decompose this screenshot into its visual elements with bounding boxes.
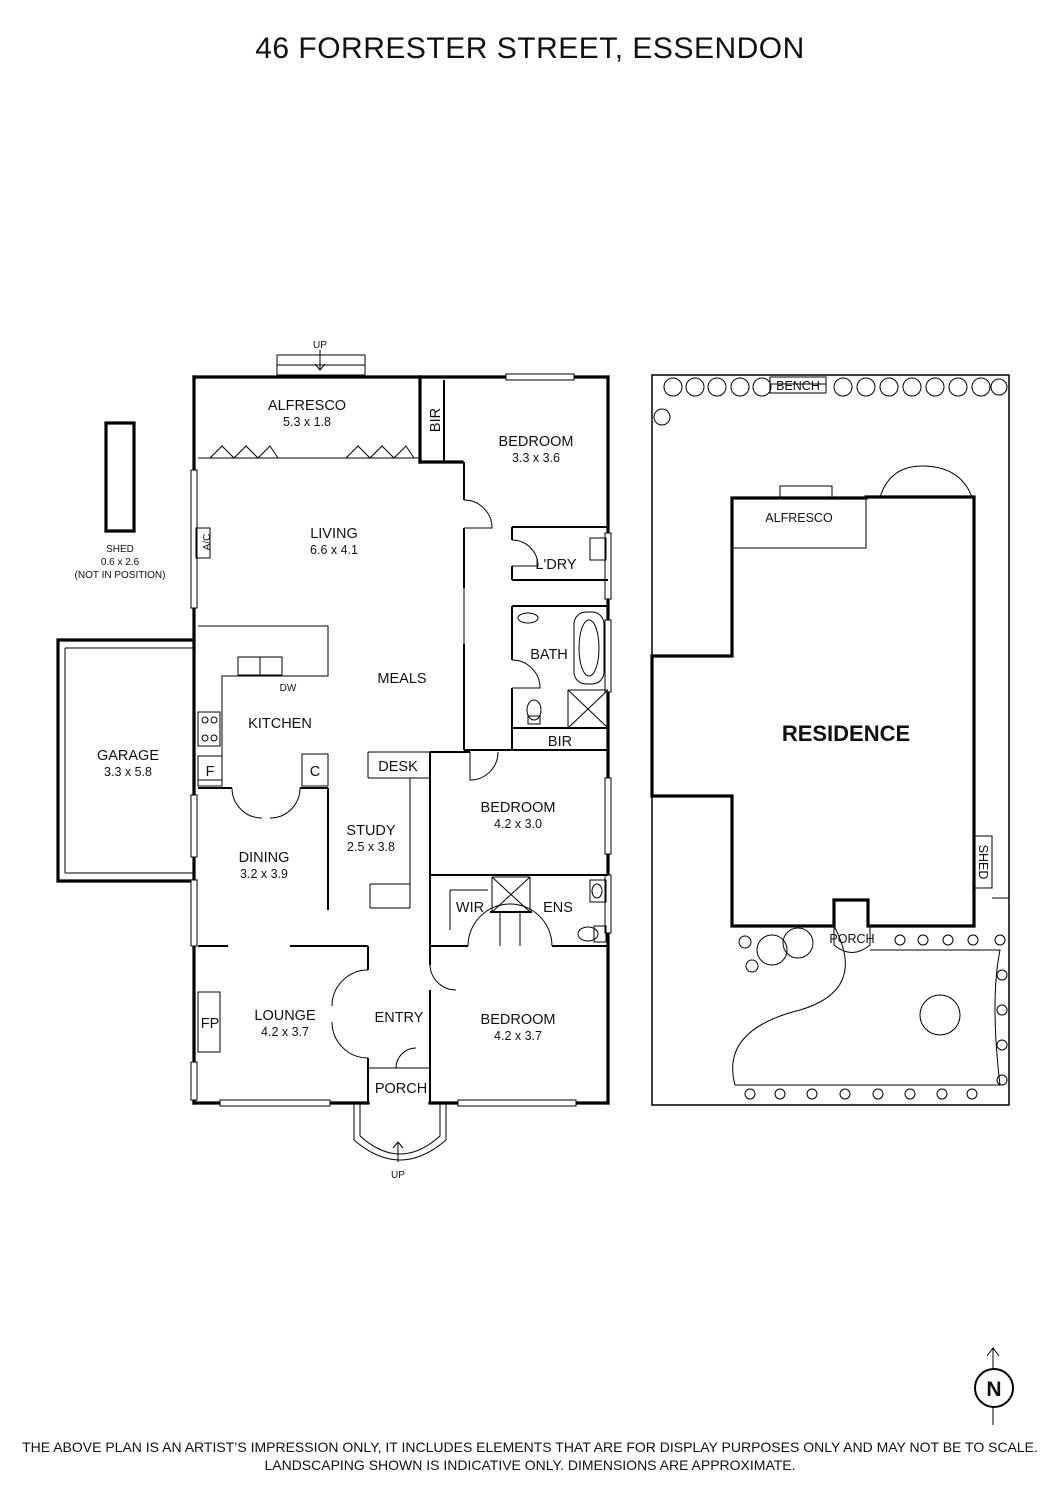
garage-dim: 3.3 x 5.8 [104,765,152,779]
living-name: LIVING [310,526,358,542]
shed-note: (NOT IN POSITION) [75,570,166,581]
alfresco-dim: 5.3 x 1.8 [283,415,331,429]
bedroom2-dim: 4.2 x 3.0 [494,817,542,831]
shed-dim: 0.6 x 2.6 [101,557,140,568]
bir-mid-label: BIR [548,734,572,750]
desk-label: DESK [378,759,418,775]
alfresco-name: ALFRESCO [268,398,346,414]
house-outer-walls [192,375,610,1105]
meals-name: MEALS [377,671,426,687]
site-plan [650,374,1010,1106]
windows [190,354,612,1107]
up-top-label: UP [313,340,327,351]
study-name: STUDY [346,823,395,839]
internal-walls [195,462,609,1161]
bath-name: BATH [530,647,568,663]
garage-name: GARAGE [97,748,159,764]
study-dim: 2.5 x 3.8 [347,840,395,854]
bedroom1-name: BEDROOM [499,434,574,450]
site-porch-label: PORCH [829,932,874,946]
disclaimer-line-1: THE ABOVE PLAN IS AN ARTIST’S IMPRESSION… [22,1439,1038,1455]
dw-label: DW [280,683,297,694]
bedroom1-dim: 3.3 x 3.6 [512,451,560,465]
dining-name: DINING [239,850,290,866]
shrub-icons [653,377,1008,1100]
site-residence-label: RESIDENCE [782,721,910,746]
north-arrow-icon: N [974,1347,1014,1425]
porch-name: PORCH [375,1081,427,1097]
bedroom3-name: BEDROOM [481,1012,556,1028]
disclaimer: THE ABOVE PLAN IS AN ARTIST’S IMPRESSION… [0,1438,1060,1474]
fridge-label: F [206,764,215,780]
lounge-name: LOUNGE [254,1008,316,1024]
up-bottom-label: UP [391,1170,405,1181]
dining-dim: 3.2 x 3.9 [240,867,288,881]
site-bench-label: BENCH [776,379,820,393]
site-shed-label: SHED [976,845,990,880]
shed-name: SHED [106,544,134,555]
up-arrow-icons [314,350,404,1162]
living-dim: 6.6 x 4.1 [310,543,358,557]
door-swings [231,499,553,1069]
bir-top-label: BIR [428,408,444,432]
entry-name: ENTRY [375,1010,424,1026]
laundry-name: L'DRY [535,557,577,573]
site-alfresco-label: ALFRESCO [765,511,833,525]
fixtures [517,537,607,943]
lounge-dim: 4.2 x 3.7 [261,1025,309,1039]
plan-title: 46 FORRESTER STREET, ESSENDON [255,32,805,65]
kitchen-name: KITCHEN [248,716,312,732]
north-letter: N [986,1378,1001,1401]
wir-name: WIR [456,900,484,916]
bedroom3-dim: 4.2 x 3.7 [494,1029,542,1043]
disclaimer-line-2: LANDSCAPING SHOWN IS INDICATIVE ONLY. DI… [264,1457,796,1473]
ac-label: A/C [202,534,213,551]
shed-structure [104,421,136,533]
cupboard-label: C [310,764,320,780]
fp-label: FP [201,1016,220,1032]
garage-structure [56,638,196,883]
ens-name: ENS [543,900,573,916]
bedroom2-name: BEDROOM [481,800,556,816]
bifold-doors [209,445,415,459]
